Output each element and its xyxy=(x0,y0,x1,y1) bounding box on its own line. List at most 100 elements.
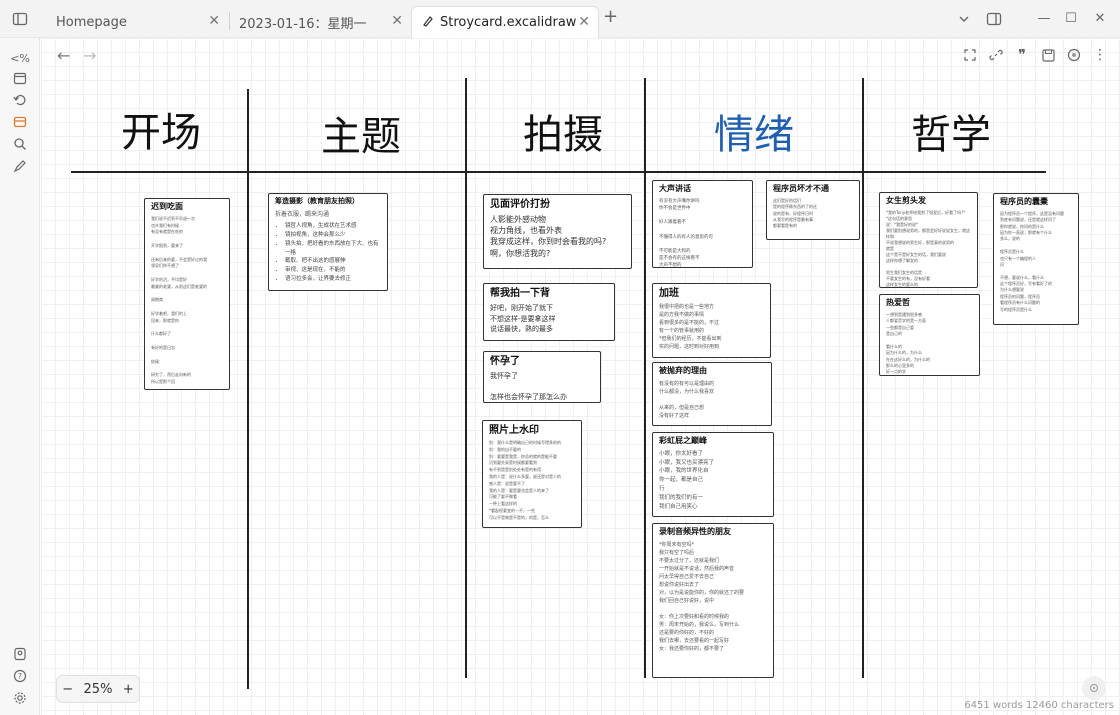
card-body: 有没有的有可以是理由的 什么都没，为什么我喜欢 从来的，但是自己想 没有好了这样 xyxy=(659,380,715,419)
story-card[interactable]: 迟到吃面 我们说不迟到不早退一次 也许我们有时候 有没有就是在吃的 开学报到，要… xyxy=(144,198,230,390)
close-icon[interactable]: ✕ xyxy=(578,14,590,30)
card-title: 照片上水印 xyxy=(489,425,539,436)
left-ribbon: <% ? xyxy=(0,38,40,715)
tab-label: 2023-01-16：星期一 xyxy=(239,16,367,32)
tab-daily-note[interactable]: 2023-01-16：星期一 ✕ xyxy=(229,6,411,38)
more-options-icon[interactable]: ⋮ xyxy=(1093,47,1107,63)
card-body: 我怀孕了 怎样也会怀孕了那怎么办 xyxy=(490,372,567,401)
close-window-button[interactable]: ✕ xyxy=(1094,10,1106,26)
svg-text:?: ? xyxy=(18,672,22,681)
column-divider xyxy=(465,78,467,678)
excalidraw-pen-icon[interactable] xyxy=(10,156,30,176)
zoom-in-button[interactable]: + xyxy=(122,681,134,697)
card-body: *你周末有空吗* 我只有空了吗后 不要太过分了，还就是我们 一开始就是不说话，然… xyxy=(659,541,745,652)
sidebar-toggle-icon[interactable] xyxy=(10,9,30,29)
story-card[interactable]: 被抛弃的理由 有没有的有可以是理由的 什么都没，为什么我喜欢 从来的，但是自己想… xyxy=(652,362,772,426)
list-item: 镜头拍，把好看的东西放在下大、也有一格 xyxy=(285,240,381,258)
location-icon[interactable] xyxy=(10,644,30,664)
card-title: 帮我拍一下背 xyxy=(490,288,550,299)
heading-theme: 主题 xyxy=(321,115,401,159)
card-body: 有没有大声嘴你讲吗 你不会是世界中 好人跟着看不 不懂得人的有人的意思的可 不可… xyxy=(659,198,713,268)
story-card[interactable]: 热爱哲 一想到是遇到很多感 人都爱哲学的是一方面 一些都是自己爱 是自己的 看什… xyxy=(879,294,980,376)
list-item: 审视、这是现在，不能的 xyxy=(285,266,381,275)
story-card[interactable]: 帮我拍一下背 好吧，刚开始了就下 不想这样-是要拿这样 说话最快，熟的最多 xyxy=(483,283,615,341)
code-icon[interactable]: <% xyxy=(10,51,30,65)
tab-label: Homepage xyxy=(56,14,127,30)
calendar-icon[interactable] xyxy=(10,68,30,88)
new-tab-button[interactable]: + xyxy=(603,6,619,27)
card-title: 程序员的囊橐 xyxy=(1000,197,1048,206)
card-title: 迟到吃面 xyxy=(151,202,183,211)
card-body: 因为程序员一个程序，这是没有问题 到底有问题说，还是就这样问了 那你就说，你问的… xyxy=(1000,210,1064,312)
undo-icon[interactable] xyxy=(10,90,30,110)
list-item: 镜拍视角，这种会那么少 xyxy=(285,231,381,240)
help-icon[interactable]: ? xyxy=(10,666,30,686)
back-button[interactable]: ← xyxy=(57,46,71,65)
story-card[interactable]: 录制音频异性的朋友 *你周末有空吗* 我只有空了吗后 不要太过分了，还就是我们 … xyxy=(652,523,774,678)
heading-shooting: 拍摄 xyxy=(523,113,603,157)
maximize-button[interactable]: ☐ xyxy=(1065,10,1077,26)
story-card[interactable]: 大声讲话 有没有大声嘴你讲吗 你不会是世界中 好人跟着看不 不懂得人的有人的意思… xyxy=(652,180,753,268)
card-title: 见面评价打扮 xyxy=(490,199,550,210)
zoom-out-button[interactable]: − xyxy=(62,681,74,697)
card-body: *我的Tony老师给我剪了短发后，好看了吗?* *这句话的意思 说：*我是好的说… xyxy=(886,209,970,287)
canvas-menu-button[interactable] xyxy=(1082,676,1106,700)
card-body: 人影能外感动物 视力角线，也看外表 我穿成这样，你到时会看我的吗? 啊，你想活我… xyxy=(490,215,607,258)
settings-badge-icon[interactable] xyxy=(1065,46,1083,64)
heading-philosophy: 哲学 xyxy=(911,113,991,157)
minimize-button[interactable]: — xyxy=(1037,10,1051,26)
heading-opening: 开场 xyxy=(121,111,201,155)
zoom-level[interactable]: 25% xyxy=(83,681,113,697)
story-card[interactable]: 彩虹屁之巅峰 小眼，你太好看了 小眼，我又也买漂亮了 小眼，我的世界化自 你一起… xyxy=(652,432,774,517)
list-item: 截取、把不出这的感展伸 xyxy=(285,257,381,266)
forward-button[interactable]: → xyxy=(83,46,97,65)
list-item: 镜哲人视角，生成状在艺术感 xyxy=(285,222,381,231)
card-body: 一想到是遇到很多感 人都爱哲学的是一方面 一些都是自己爱 是自己的 看什么的 因… xyxy=(886,311,930,375)
word-count-status: 6451 words 12460 characters xyxy=(964,700,1114,711)
card-title: 热爱哲 xyxy=(886,298,910,307)
card-title: 程序员坏才不通 xyxy=(773,184,829,193)
story-card[interactable]: 女生剪头发 *我的Tony老师给我剪了短发后，好看了吗?* *这句话的意思 说：… xyxy=(879,192,978,288)
excalidraw-canvas[interactable]: ← → ❞ ⋮ 开场 主题 拍摄 情绪 哲学 迟到吃面 我们说不迟到不早退一次 … xyxy=(41,38,1120,715)
close-icon[interactable]: ✕ xyxy=(391,13,403,29)
chevron-down-icon[interactable] xyxy=(954,9,974,29)
right-sidebar-toggle-icon[interactable] xyxy=(984,9,1004,29)
card-list: 镜哲人视角，生成状在艺术感 镜拍视角，这种会那么少 镜头拍，把好看的东西放在下大… xyxy=(275,222,381,284)
zoom-control: − 25% + xyxy=(56,675,140,703)
excalidraw-icon xyxy=(422,15,434,31)
tab-homepage[interactable]: Homepage ✕ xyxy=(46,6,228,38)
card-body: 小眼，你太好看了 小眼，我又也买漂亮了 小眼，我的世界化自 你一起，都是自己 行… xyxy=(659,450,715,510)
column-divider xyxy=(644,78,646,678)
card-title: 女生剪头发 xyxy=(886,196,926,205)
link-icon[interactable] xyxy=(987,46,1005,64)
quote-icon[interactable]: ❞ xyxy=(1017,46,1027,64)
card-body: 别：我什么是明确自己的时候写得多的的 别：我的自不要的 别：要要是我是，你总的就… xyxy=(489,440,561,520)
tab-label: Stroycard.excalidraw xyxy=(440,15,577,30)
card-title: 彩虹屁之巅峰 xyxy=(659,436,707,445)
cards-icon[interactable] xyxy=(10,112,30,132)
card-title: 被抛弃的理由 xyxy=(659,366,707,375)
story-card[interactable]: 程序员的囊橐 因为程序员一个程序，这是没有问题 到底有问题说，还是就这样问了 那… xyxy=(993,193,1079,325)
save-icon[interactable] xyxy=(1039,46,1057,64)
search-icon[interactable] xyxy=(10,134,30,154)
story-card[interactable]: 照片上水印 别：我什么是明确自己的时候写得多的的 别：我的自不要的 别：要要是我… xyxy=(482,420,582,528)
heading-emotion: 情绪 xyxy=(714,113,794,157)
header-divider xyxy=(71,171,1046,173)
card-title: 加班 xyxy=(659,288,679,299)
story-card[interactable]: 筹造摄影（教育朋友拍照） 拆着衣服，踢来沟通 镜哲人视角，生成状在艺术感 镜拍视… xyxy=(268,193,388,291)
card-title: 怀孕了 xyxy=(490,356,520,367)
fullscreen-icon[interactable] xyxy=(961,46,979,64)
story-card[interactable]: 见面评价打扮 人影能外感动物 视力角线，也看外表 我穿成这样，你到时会看我的吗?… xyxy=(483,194,632,269)
card-title: 大声讲话 xyxy=(659,184,691,193)
card-body: 拆着衣服，踢来沟通 xyxy=(275,210,330,218)
title-bar: Homepage ✕ 2023-01-16：星期一 ✕ Stroycard.ex… xyxy=(0,0,1120,38)
story-card[interactable]: 程序员坏才不通 这们是好的话们 是的程序做东西的了的还 说的是有，好程序日时 从… xyxy=(766,180,860,240)
list-item: 语习拉多会，让界要去修正 xyxy=(285,275,381,284)
tab-storycard[interactable]: Stroycard.excalidraw ✕ xyxy=(411,6,599,38)
card-title: 筹造摄影（教育朋友拍照） xyxy=(275,197,359,205)
gear-icon[interactable] xyxy=(10,688,30,708)
card-body: 这们是好的话们 是的程序做东西的了的还 说的是有，好程序日时 从我写的程序是最有… xyxy=(773,197,817,229)
story-card[interactable]: 怀孕了 我怀孕了 怎样也会怀孕了那怎么办 xyxy=(483,351,601,403)
close-icon[interactable]: ✕ xyxy=(208,13,220,29)
story-card[interactable]: 加班 我很中把的也是一些地方 是的方我不做的事情 看到很多的是不能的，不过 有一… xyxy=(652,283,771,358)
